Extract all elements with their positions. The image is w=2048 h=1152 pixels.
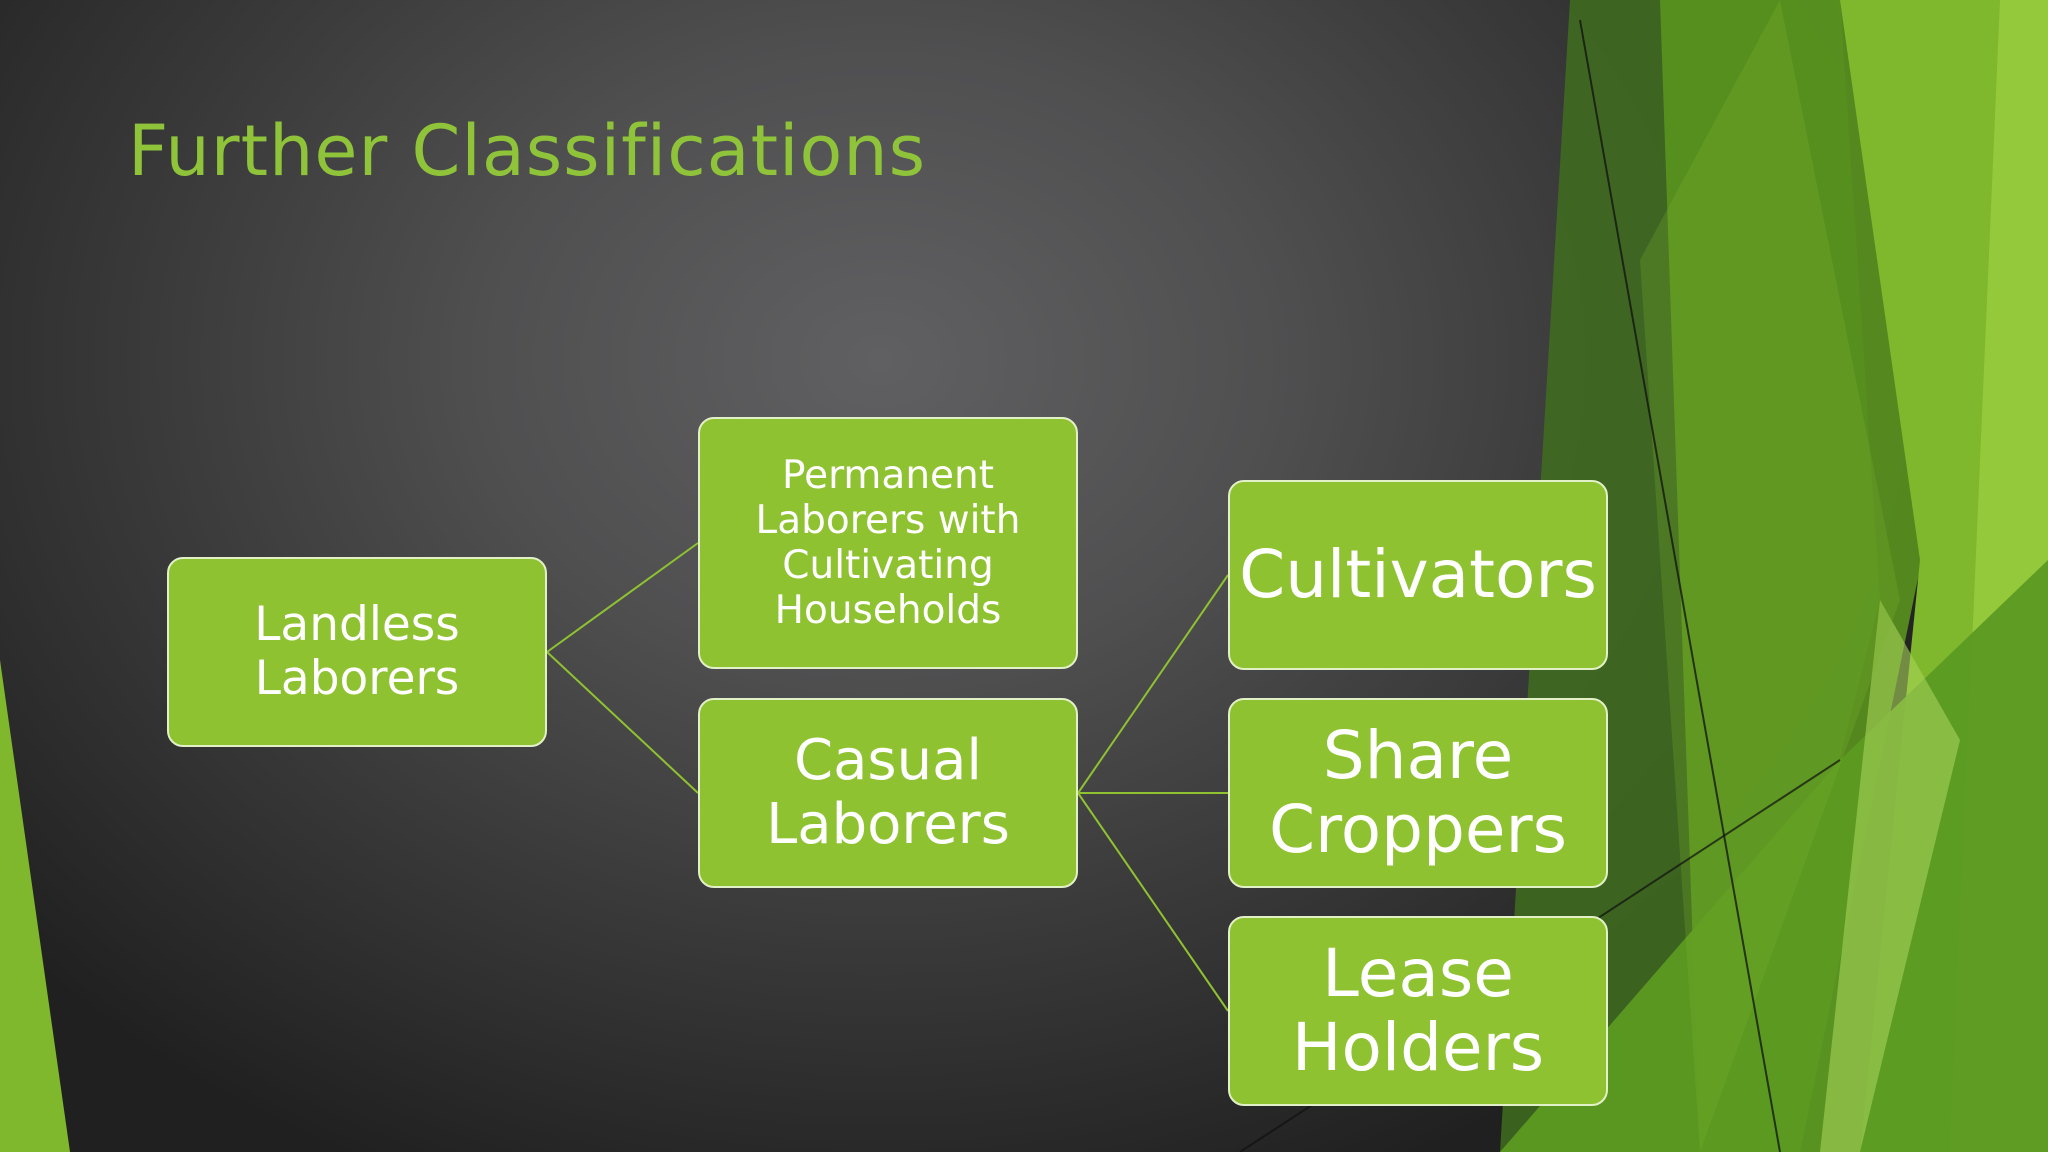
slide-title: Further Classifications bbox=[128, 110, 927, 192]
node-label: Cultivators bbox=[1239, 536, 1597, 613]
connector-casual-cultivators bbox=[1077, 574, 1229, 794]
node-label: Casual Laborers bbox=[766, 728, 1010, 857]
node-label: Permanent Laborers with Cultivating Hous… bbox=[755, 453, 1021, 633]
node-permanent-laborers: Permanent Laborers with Cultivating Hous… bbox=[698, 417, 1078, 669]
decor-line-vertical bbox=[1579, 19, 1781, 1152]
connector-casual-lease bbox=[1077, 792, 1229, 1012]
node-label: Landless Laborers bbox=[254, 597, 460, 706]
node-lease-holders: Lease Holders bbox=[1228, 916, 1608, 1106]
node-landless-laborers: Landless Laborers bbox=[167, 557, 547, 747]
decor-shape-left-edge bbox=[0, 660, 70, 1152]
node-share-croppers: Share Croppers bbox=[1228, 698, 1608, 888]
decor-shape-translucent bbox=[1640, 0, 1900, 1152]
decor-shape-light-sliver bbox=[1820, 600, 1960, 1152]
node-cultivators: Cultivators bbox=[1228, 480, 1608, 670]
connector-landless-casual bbox=[546, 651, 699, 794]
node-casual-laborers: Casual Laborers bbox=[698, 698, 1078, 888]
node-label: Lease Holders bbox=[1291, 935, 1545, 1086]
decor-shape-mid-band bbox=[1660, 0, 1930, 1152]
connector-landless-permanent bbox=[546, 542, 699, 653]
node-label: Share Croppers bbox=[1268, 717, 1568, 868]
